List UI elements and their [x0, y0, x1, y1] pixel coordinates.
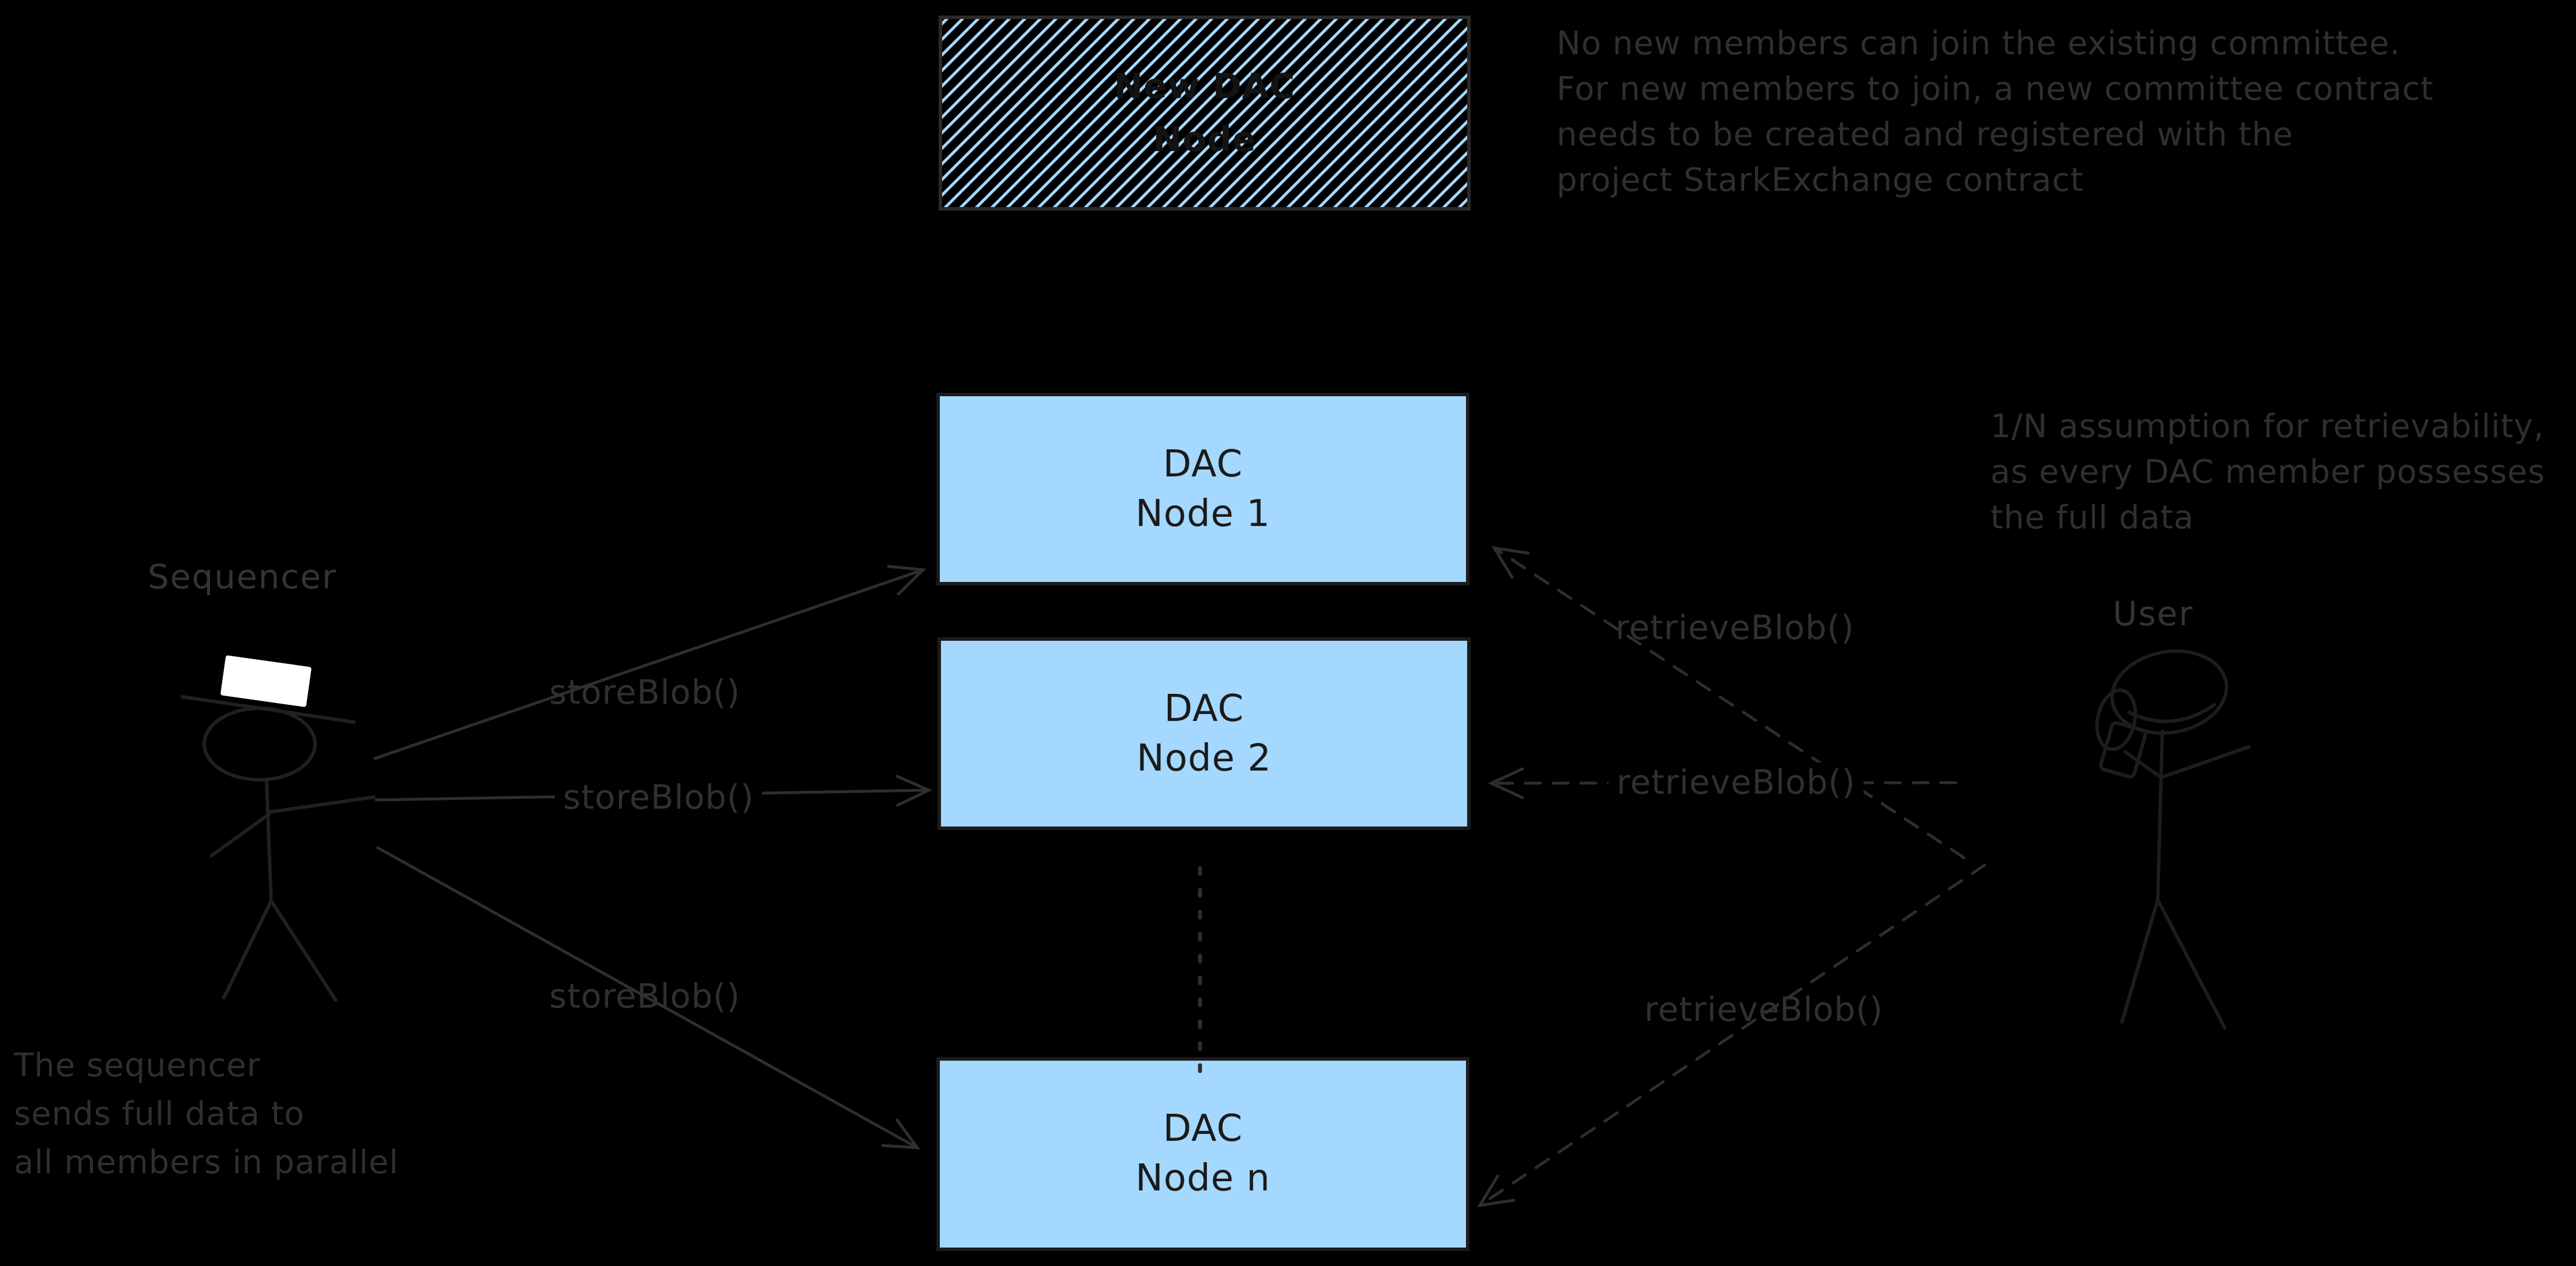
dac-node-2-label: DAC Node 2 [1136, 688, 1272, 780]
sequencer-arm-right [267, 795, 376, 814]
sequencer-label: Sequencer [148, 557, 337, 596]
store-blob-label-node2: storeBlob() [555, 777, 763, 817]
store-blob-label-node1: storeBlob() [549, 673, 741, 712]
user-leg-right [2156, 898, 2226, 1030]
user-arm-right [2159, 745, 2251, 779]
retrieve-blob-label-node2: retrieveBlob() [1608, 762, 1864, 802]
store-blob-label-noden: storeBlob() [549, 976, 741, 1016]
retrieve-blob-label-node1: retrieveBlob() [1615, 608, 1855, 647]
dac-node-1-label: DAC Node 1 [1135, 443, 1271, 535]
parallel-note: The sequencer sends full data to all mem… [14, 1047, 399, 1181]
dac-node-2-box [938, 637, 1471, 830]
sequencer-stick-figure-icon [181, 655, 376, 1002]
new-dac-node-label: New DAC Node [1113, 66, 1296, 160]
dashed-arrow-user-to-noden [1478, 863, 1986, 1207]
arrow-sequencer-to-noden [376, 846, 919, 1149]
dac-node-n-label: DAC Node n [1135, 1107, 1270, 1200]
retrievability-note: 1/N assumption for retrievability, as ev… [1990, 408, 2545, 536]
arrowhead-node1 [887, 565, 927, 596]
user-body [2156, 730, 2164, 901]
new-dac-node-box [939, 16, 1471, 211]
sequencer-hat-brim [181, 695, 356, 724]
arrowhead-node2 [895, 775, 932, 807]
sequencer-arm-left [209, 813, 271, 858]
user-hair-side [2095, 688, 2138, 752]
dashed-arrowhead-node1 [1491, 546, 1530, 579]
sequencer-head [203, 707, 317, 782]
dac-node-n-box [936, 1057, 1469, 1251]
arrowhead-noden [881, 1118, 921, 1149]
retrieve-blob-arrowheads [1477, 546, 1530, 1208]
dashed-arrow-user-to-node1 [1493, 546, 1966, 859]
user-label: User [2113, 594, 2194, 633]
user-leg-left [2120, 898, 2159, 1024]
user-arm-left [2124, 750, 2163, 779]
arrow-sequencer-to-node1 [373, 568, 925, 760]
sequencer-leg-right [269, 899, 338, 1002]
user-face-line [2127, 703, 2216, 723]
sequencer-body [265, 778, 273, 903]
sequencer-hat [220, 655, 312, 707]
store-blob-arrows [373, 565, 932, 1149]
dashed-arrowhead-node2 [1488, 767, 1524, 799]
user-hair [2110, 649, 2229, 735]
dashed-arrowhead-noden [1477, 1174, 1516, 1208]
retrieve-blob-label-noden: retrieveBlob() [1644, 990, 1884, 1029]
user-phone [2099, 721, 2147, 779]
dac-node-1-box [936, 393, 1469, 585]
committee-note: No new members can join the existing com… [1557, 25, 2434, 199]
user-stick-figure-icon [2095, 649, 2251, 1030]
sequencer-leg-left [222, 899, 273, 1000]
